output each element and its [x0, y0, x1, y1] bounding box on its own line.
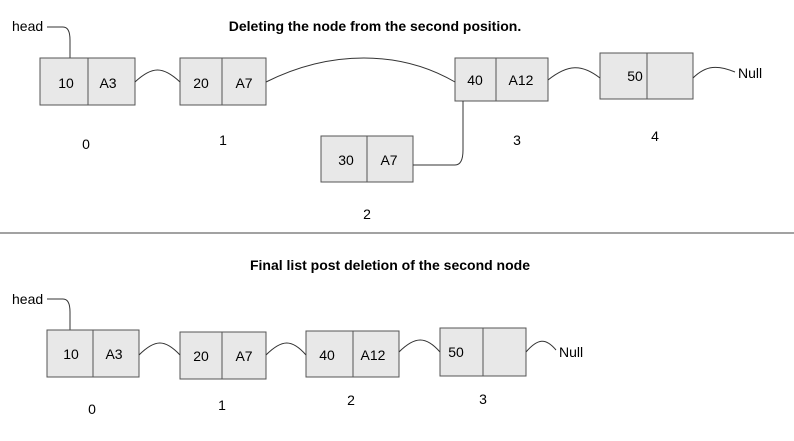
- top-index-3: 3: [513, 132, 521, 148]
- top-title: Deleting the node from the second positi…: [229, 18, 521, 34]
- bottom-index-1: 1: [218, 397, 226, 413]
- top-node-3: 40 A12: [454, 57, 549, 102]
- node-next-address: A7: [380, 152, 397, 168]
- node-next-address: A7: [235, 348, 252, 364]
- bottom-node-3: 50: [439, 327, 527, 377]
- top-index-0: 0: [82, 136, 90, 152]
- bottom-node-2: 40 A12: [305, 330, 400, 378]
- link-1-to-3: [265, 57, 456, 83]
- link-4-to-null: [692, 66, 736, 79]
- top-node-4: 50: [599, 52, 694, 100]
- bottom-index-2: 2: [347, 392, 355, 408]
- node-value: 40: [319, 347, 335, 363]
- node-value: 50: [448, 344, 464, 360]
- top-index-2: 2: [363, 206, 371, 222]
- node-next-address: A3: [99, 75, 116, 91]
- link-3-to-4: [547, 67, 601, 81]
- node-next-address: A12: [509, 72, 534, 88]
- bottom-link-3-to-null: [525, 340, 557, 353]
- node-next-address: A3: [105, 346, 122, 362]
- top-node-1: 20 A7: [179, 57, 267, 106]
- bottom-link-0-to-1: [138, 342, 181, 356]
- bottom-title: Final list post deletion of the second n…: [250, 257, 530, 273]
- bottom-index-3: 3: [479, 391, 487, 407]
- node-value: 10: [58, 75, 74, 91]
- top-head-label: head: [12, 18, 43, 34]
- node-next-address: A7: [235, 75, 252, 91]
- node-value: 30: [338, 152, 354, 168]
- bottom-link-2-to-3: [398, 339, 441, 353]
- top-head-pointer: [47, 26, 71, 58]
- node-value: 50: [627, 68, 643, 84]
- top-node-2-deleted: 30 A7: [320, 135, 414, 183]
- top-index-1: 1: [219, 132, 227, 148]
- node-value: 20: [193, 75, 209, 91]
- bottom-head-label: head: [12, 291, 43, 307]
- bottom-link-1-to-2: [265, 342, 307, 356]
- node-next-address: A12: [361, 347, 386, 363]
- top-node-0: 10 A3: [39, 57, 136, 106]
- bottom-head-pointer: [47, 298, 71, 330]
- bottom-node-0: 10 A3: [46, 329, 140, 378]
- node-value: 20: [193, 348, 209, 364]
- bottom-null-label: Null: [559, 344, 583, 360]
- bottom-node-1: 20 A7: [179, 331, 267, 380]
- bottom-index-0: 0: [88, 401, 96, 417]
- link-0-to-1: [134, 69, 181, 83]
- node-value: 10: [63, 346, 79, 362]
- top-index-4: 4: [651, 128, 659, 144]
- node-value: 40: [467, 72, 483, 88]
- top-null-label: Null: [738, 65, 762, 81]
- link-2-to-3: [413, 101, 464, 166]
